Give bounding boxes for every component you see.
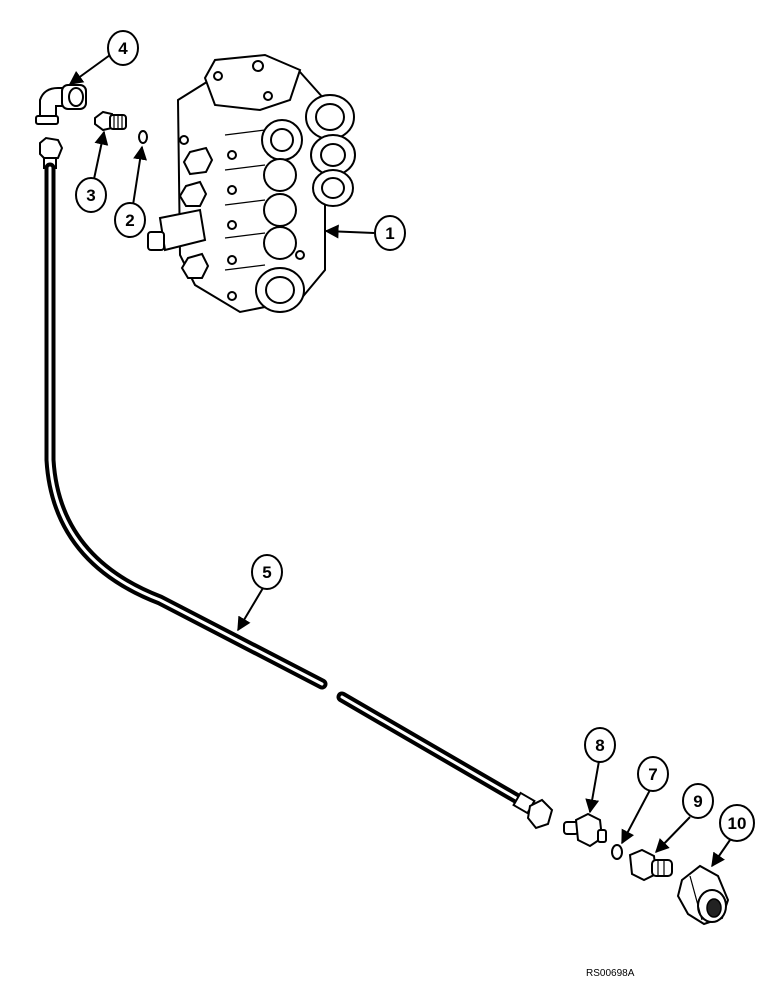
adapter-fitting	[94, 110, 127, 132]
connector-fitting	[563, 812, 607, 848]
callout-9: 9	[655, 783, 714, 854]
callout-7: 7	[621, 756, 669, 845]
reference-code: RS00698A	[586, 968, 635, 979]
svg-text:5: 5	[262, 563, 271, 582]
hydraulic-hose	[39, 136, 554, 830]
elbow-fitting	[35, 84, 87, 125]
callout-8: 8	[584, 727, 616, 814]
callout-10: 10	[711, 804, 755, 868]
callout-2: 2	[114, 145, 147, 238]
o-ring-upper	[138, 130, 148, 144]
callout-3: 3	[75, 130, 109, 213]
control-valve-assembly	[147, 53, 356, 314]
cap-nut	[676, 864, 730, 926]
callout-4: 4	[68, 30, 139, 85]
svg-text:2: 2	[125, 211, 134, 230]
svg-text:7: 7	[648, 765, 657, 784]
svg-text:3: 3	[86, 186, 95, 205]
callout-1: 1	[324, 215, 406, 251]
svg-text:1: 1	[385, 224, 394, 243]
svg-text:9: 9	[693, 792, 702, 811]
o-ring-lower	[611, 844, 623, 860]
svg-text:4: 4	[118, 39, 128, 58]
straight-adapter	[628, 848, 673, 882]
svg-text:8: 8	[595, 736, 604, 755]
callout-5: 5	[237, 554, 283, 632]
svg-text:10: 10	[728, 814, 747, 833]
